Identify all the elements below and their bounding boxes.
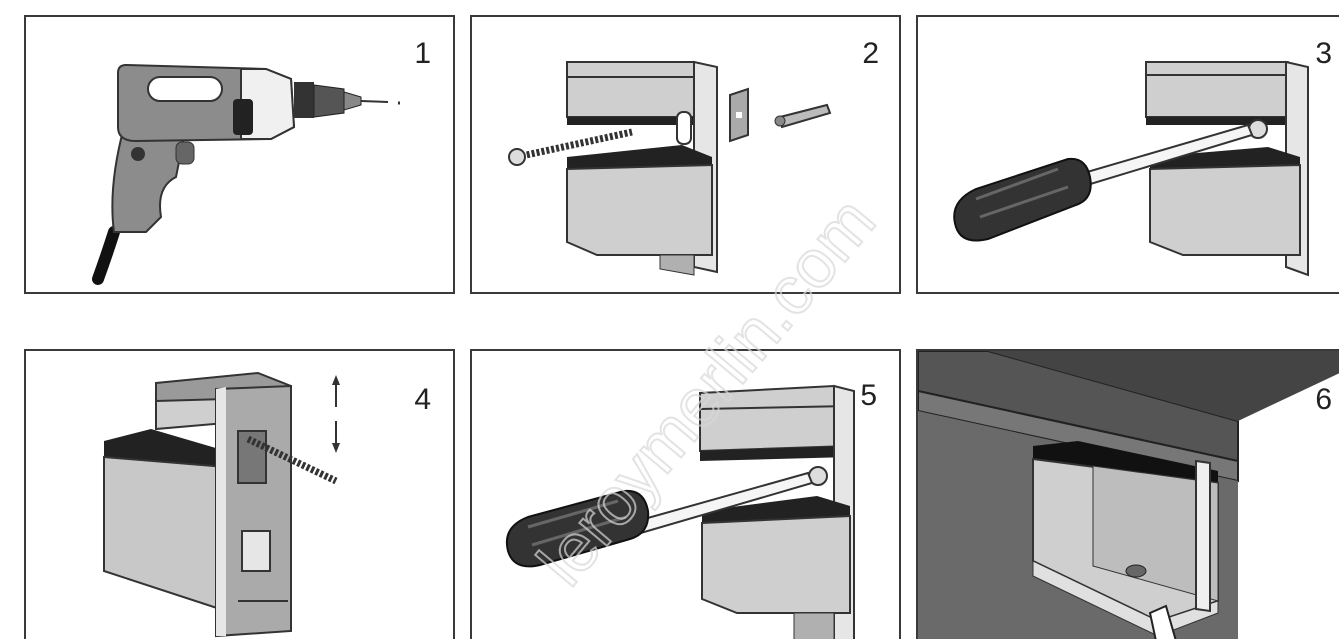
step-1-panel: 1	[24, 15, 455, 294]
screwdriver-icon	[506, 384, 855, 639]
step-number: 4	[414, 383, 431, 416]
step-number: 3	[1315, 37, 1332, 70]
screwdriver-icon	[953, 60, 1309, 277]
adjust-height-icon	[103, 371, 340, 638]
step-number: 5	[860, 379, 877, 412]
step-number: 6	[1315, 383, 1332, 416]
step-4-panel: 4	[24, 349, 455, 639]
step-6-panel: 6	[916, 349, 1339, 639]
step-3-panel: 3	[916, 15, 1339, 294]
drill-icon	[92, 63, 400, 285]
step-number: 2	[862, 37, 879, 70]
glass-shelf-icon	[918, 351, 1339, 639]
step-number: 1	[414, 37, 431, 70]
bracket-parts-icon	[508, 60, 832, 276]
step-2-panel: 2	[470, 15, 901, 294]
step-5-panel: 5	[470, 349, 901, 639]
